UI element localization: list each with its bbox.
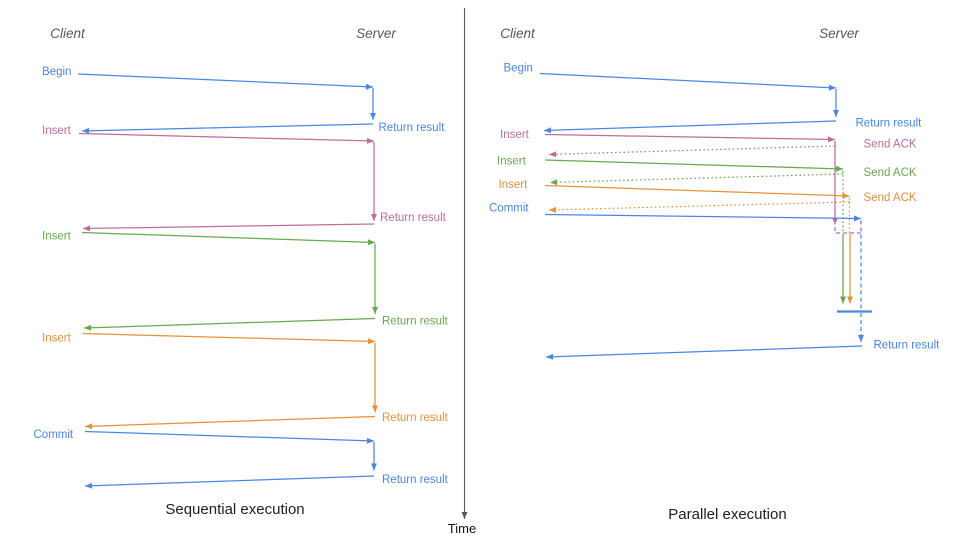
par-insert3-ack-arrowhead-icon — [549, 206, 557, 213]
par-insert1-request — [544, 133, 836, 141]
par-insert2-label: Insert — [497, 156, 527, 168]
seq-insert1-return — [82, 223, 375, 230]
seq-insert3-request — [82, 332, 376, 343]
par-send-ack-label-3: Send ACK — [864, 192, 917, 204]
par-insert2-request-arrowhead-icon — [835, 165, 843, 172]
seq-insert3-return — [84, 415, 376, 428]
caption-sequential-execution: Sequential execution — [165, 501, 305, 518]
par-begin-request-arrowhead-icon — [828, 84, 836, 91]
seq-insert3-processing-arrowhead-icon — [372, 405, 378, 413]
seq-return-result-label-3: Return result — [382, 316, 449, 328]
seq-insert1-label: Insert — [42, 125, 72, 137]
par-commit-request-arrowhead-icon — [853, 215, 861, 222]
seq-insert3-return-arrowhead-icon — [85, 423, 93, 430]
seq-insert2-request-arrowhead-icon — [367, 239, 375, 246]
par-insert1-processing-arrowhead-icon — [832, 217, 838, 225]
par-commit-return — [545, 345, 863, 358]
par-commit-request — [544, 213, 862, 220]
par-return-result-label-2: Return result — [874, 340, 941, 352]
seq-insert2-return — [83, 317, 376, 329]
par-commit-return-arrowhead-icon — [546, 353, 554, 360]
seq-insert3-request-arrowhead-icon — [367, 338, 375, 345]
seq-insert2-processing-arrowhead-icon — [372, 307, 378, 314]
par-insert1-label: Insert — [500, 129, 530, 141]
seq-begin-return-arrowhead-icon — [82, 127, 90, 134]
par-insert2-processing-arrowhead-icon — [840, 296, 846, 304]
seq-commit-label: Commit — [34, 429, 74, 441]
seq-commit-request-arrowhead-icon — [366, 437, 374, 444]
seq-begin-request-arrowhead-icon — [365, 83, 373, 90]
seq-return-result-label-1: Return result — [379, 122, 446, 134]
seq-client-actor: Client — [50, 26, 86, 41]
seq-insert3-label: Insert — [42, 333, 72, 345]
par-client-actor: Client — [500, 26, 536, 41]
seq-insert1-request — [78, 132, 375, 142]
seq-begin-return — [81, 123, 374, 132]
time-axis-label: Time — [447, 521, 477, 536]
par-insert3-processing-arrowhead-icon — [847, 296, 853, 304]
par-insert2-ack — [549, 173, 844, 184]
par-insert2-request — [544, 159, 844, 170]
time-axis-line-arrowhead-icon — [461, 512, 468, 519]
seq-server-actor: Server — [356, 26, 396, 41]
par-insert3-request-arrowhead-icon — [842, 192, 850, 199]
seq-commit-return — [84, 475, 375, 487]
par-begin-request — [539, 72, 837, 89]
seq-begin-label: Begin — [42, 66, 71, 78]
seq-insert2-request — [81, 231, 376, 244]
seq-commit-request — [84, 430, 375, 442]
par-insert1-request-arrowhead-icon — [827, 136, 835, 143]
seq-insert2-return-arrowhead-icon — [84, 324, 92, 331]
par-insert2-ack-arrowhead-icon — [550, 179, 558, 186]
par-send-ack-label-2: Send ACK — [864, 167, 917, 179]
seq-return-result-label-2: Return result — [380, 212, 447, 224]
seq-commit-processing-arrowhead-icon — [371, 463, 377, 471]
seq-return-result-label-5: Return result — [382, 474, 449, 486]
seq-insert2-label: Insert — [42, 231, 72, 243]
par-insert3-request — [544, 184, 850, 197]
par-begin-label: Begin — [504, 63, 533, 75]
seq-insert1-request-arrowhead-icon — [366, 137, 374, 144]
par-insert3-label: Insert — [499, 179, 529, 191]
par-begin-return — [543, 120, 837, 132]
par-server-actor: Server — [819, 26, 859, 41]
par-commit-processing-arrowhead-icon — [858, 335, 864, 342]
par-begin-return-arrowhead-icon — [544, 127, 552, 134]
seq-insert1-processing-arrowhead-icon — [371, 214, 377, 221]
caption-parallel-execution: Parallel execution — [668, 506, 787, 523]
seq-commit-return-arrowhead-icon — [85, 482, 93, 489]
seq-begin-request — [77, 73, 374, 88]
seq-return-result-label-4: Return result — [382, 412, 449, 424]
seq-insert1-return-arrowhead-icon — [83, 225, 91, 232]
par-insert3-ack — [548, 201, 850, 211]
par-insert1-ack — [548, 145, 836, 156]
seq-begin-processing-arrowhead-icon — [370, 113, 376, 120]
par-insert1-ack-arrowhead-icon — [549, 151, 557, 158]
par-commit-label: Commit — [489, 203, 529, 215]
par-begin-processing-arrowhead-icon — [833, 110, 839, 117]
par-return-result-label-1: Return result — [856, 118, 923, 130]
par-insert1-done-barrier — [834, 227, 863, 234]
par-send-ack-label-1: Send ACK — [864, 139, 917, 151]
